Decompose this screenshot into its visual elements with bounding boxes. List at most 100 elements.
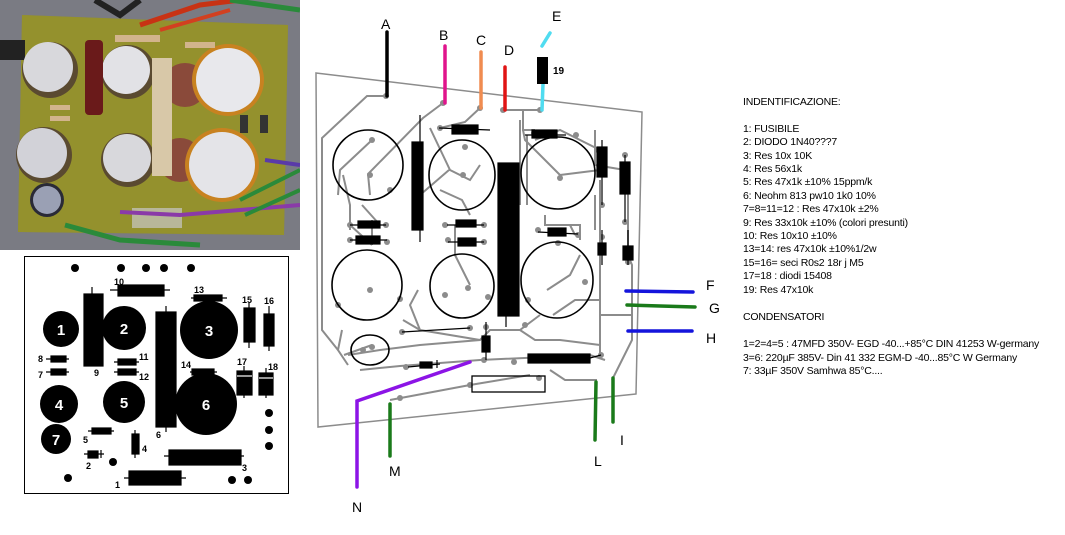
board-diode-18 xyxy=(258,368,274,398)
legend-item: 15=16= seci R0s2 18r j M5 xyxy=(743,256,864,269)
label-14: 14 xyxy=(181,360,191,370)
wire-label-N: N xyxy=(352,499,362,515)
wire-N[interactable] xyxy=(355,360,472,489)
legend-item: 2: DIODO 1N40???7 xyxy=(743,136,838,149)
board-layout: 1 2 3 4 5 6 7 10 9 13 15 16 8 7 11 12 6 … xyxy=(24,256,289,494)
label-13: 13 xyxy=(194,285,204,295)
trace-cap-5 xyxy=(429,253,495,319)
capacitor-outlines xyxy=(331,129,596,366)
photo-resistor xyxy=(85,40,103,115)
wire-label-D: D xyxy=(504,42,514,58)
label-15: 15 xyxy=(242,295,252,305)
trace-cap-4 xyxy=(331,249,403,321)
label-8: 8 xyxy=(38,354,43,364)
label-11: 11 xyxy=(139,352,149,362)
wire-label-B: B xyxy=(439,27,448,43)
trace-cap-7 xyxy=(350,334,390,366)
component-bodies xyxy=(350,115,634,369)
photo-capacitor xyxy=(30,183,64,217)
legend-item: 3: Res 10x 10K xyxy=(743,149,812,162)
wire-L[interactable] xyxy=(593,380,598,442)
board-capacitor-7: 7 xyxy=(41,424,71,454)
label-16: 16 xyxy=(264,296,274,306)
legend-item: 1: FUSIBILE xyxy=(743,122,800,135)
svg-text:6: 6 xyxy=(202,397,210,414)
board-diode-17 xyxy=(236,366,253,398)
mounting-holes xyxy=(64,264,273,484)
trace-cap-2 xyxy=(428,139,496,211)
svg-text:5: 5 xyxy=(120,395,128,412)
board-resistor-5 xyxy=(88,427,114,435)
label-9: 9 xyxy=(94,368,99,378)
label-1: 1 xyxy=(115,480,120,490)
label-19: 19 xyxy=(553,66,565,77)
label-6: 6 xyxy=(156,430,161,440)
board-resistor-3 xyxy=(164,449,244,466)
board-resistor-8 xyxy=(46,355,69,363)
trace-cap-3 xyxy=(520,136,596,210)
board-capacitor-2: 2 xyxy=(102,306,146,350)
label-2: 2 xyxy=(86,461,91,471)
label-7: 7 xyxy=(38,370,43,380)
svg-text:3: 3 xyxy=(205,323,213,340)
legend-item: 6: Neohm 813 pw10 1k0 10% xyxy=(743,189,876,202)
photo-capacitor xyxy=(22,42,78,98)
svg-text:1: 1 xyxy=(57,322,65,339)
board-fuse-1 xyxy=(124,470,186,486)
board-capacitor-4: 4 xyxy=(40,385,78,423)
photo-capacitor xyxy=(16,127,72,183)
resistor-19 xyxy=(537,57,548,84)
board-resistor-10 xyxy=(110,284,170,297)
wire-label-G: G xyxy=(709,300,720,316)
wire-label-C: C xyxy=(476,32,486,48)
label-5: 5 xyxy=(83,435,88,445)
svg-text:7: 7 xyxy=(52,432,60,449)
board-photo xyxy=(0,0,300,250)
legend-cap-item: 3=6: 220µF 385V- Din 41 332 EGM-D -40...… xyxy=(743,351,1018,364)
pcb-trace-diagram: 19 A B C D E F G H I L M N xyxy=(315,8,720,515)
label-3: 3 xyxy=(242,463,247,473)
board-resistor-11 xyxy=(114,358,139,366)
label-4: 4 xyxy=(142,444,147,454)
label-18: 18 xyxy=(268,362,278,372)
board-resistor-12 xyxy=(114,368,139,376)
wire-E[interactable] xyxy=(540,31,552,112)
svg-text:4: 4 xyxy=(55,397,64,414)
photo-power-resistor xyxy=(152,58,172,176)
wire-label-L: L xyxy=(594,453,602,469)
board-capacitor-6: 6 xyxy=(175,373,237,435)
legend-item: 4: Res 56x1k xyxy=(743,163,802,176)
pcb-outline xyxy=(315,72,643,428)
board-capacitor-5: 5 xyxy=(103,381,145,423)
svg-text:2: 2 xyxy=(120,321,128,338)
trace-fuse xyxy=(471,375,546,393)
wire-label-I: I xyxy=(620,432,624,448)
wire-G[interactable] xyxy=(625,303,697,309)
board-resistor-4 xyxy=(131,430,140,458)
legend-title: INDENTIFICAZIONE: xyxy=(743,96,841,108)
trace-cap-6 xyxy=(520,241,594,319)
wire-F[interactable] xyxy=(624,289,695,294)
label-17: 17 xyxy=(237,357,247,367)
board-resistor-7 xyxy=(46,368,69,376)
legend-item: 5: Res 47x1k ±10% 15ppm/k xyxy=(743,176,873,189)
legend-item: 17=18 : diodi 15408 xyxy=(743,270,832,283)
wire-label-M: M xyxy=(389,463,401,479)
legend-item: 9: Res 33x10k ±10% (colori presunti) xyxy=(743,216,908,229)
trace-cap-1 xyxy=(332,129,404,201)
board-capacitor-3: 3 xyxy=(180,301,238,359)
board-resistor-6 xyxy=(155,306,177,432)
legend-item: 7=8=11=12 : Res 47x10k ±2% xyxy=(743,203,879,216)
legend-cap-item: 7: 33µF 350V Samhwa 85°C.... xyxy=(743,365,883,378)
board-resistor-9 xyxy=(83,287,104,367)
wire-label-E: E xyxy=(552,8,561,24)
board-resistor-14 xyxy=(190,368,217,376)
photo-capacitor xyxy=(101,133,155,187)
board-diode-2 xyxy=(84,450,104,459)
board-resistor-15 xyxy=(243,303,256,348)
label-10: 10 xyxy=(114,277,124,287)
component-legend: INDENTIFICAZIONE: 1: FUSIBILE 2: DIODO 1… xyxy=(743,96,1063,378)
label-12: 12 xyxy=(139,372,149,382)
legend-cap-item: 1=2=4=5 : 47MFD 350V- EGD -40...+85°C DI… xyxy=(743,338,1040,351)
photo-capacitor xyxy=(101,45,155,99)
